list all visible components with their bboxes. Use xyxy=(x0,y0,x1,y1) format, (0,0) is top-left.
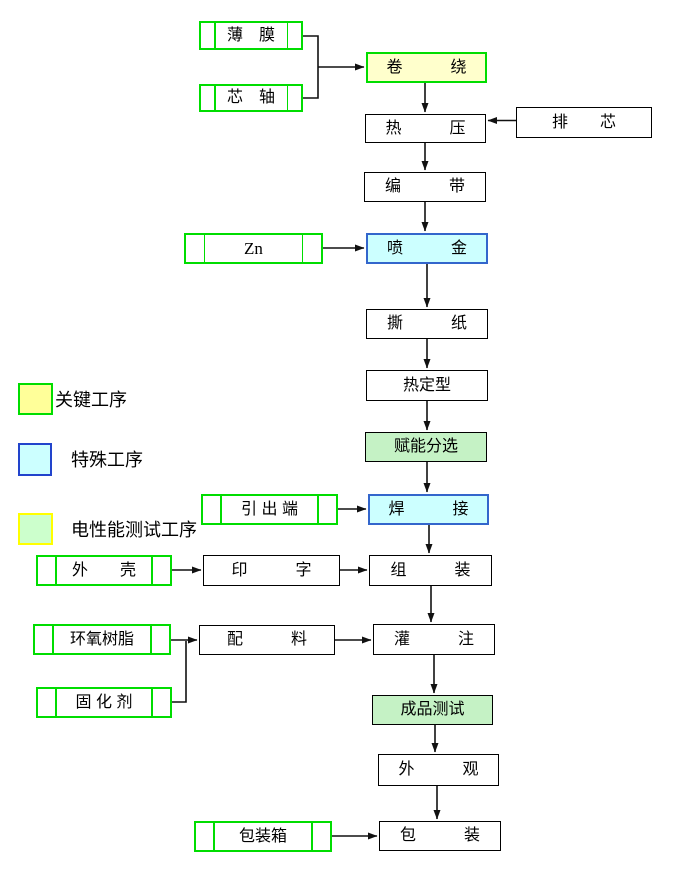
input-box-film: 薄 膜 xyxy=(199,21,303,50)
input-box-zinc: Zn xyxy=(184,233,323,264)
legend-swatch-key-process xyxy=(18,383,53,415)
process-box-welding: 焊 接 xyxy=(368,494,489,525)
input-box-curing-agent: 固 化 剂 xyxy=(36,687,172,718)
legend-swatch-special-process xyxy=(18,443,52,476)
input-box-lead-terminal: 引 出 端 xyxy=(201,494,338,525)
input-box-shell: 外 壳 xyxy=(36,555,172,586)
process-box-paper-tear: 撕 纸 xyxy=(366,309,488,339)
process-box-taping: 编 带 xyxy=(364,172,486,202)
connector-line xyxy=(303,35,319,99)
legend-swatch-etest-process xyxy=(18,513,53,545)
process-box-packaging: 包 装 xyxy=(379,821,501,851)
process-box-metal-spray: 喷 金 xyxy=(366,233,488,264)
input-box-mandrel: 芯 轴 xyxy=(199,84,303,112)
process-box-compounding: 配 料 xyxy=(199,625,335,655)
legend-label-special-process: 特殊工序 xyxy=(71,450,143,470)
process-box-printing: 印 字 xyxy=(203,555,340,586)
connector-line xyxy=(172,641,187,703)
legend-label-key-process: 关键工序 xyxy=(55,390,127,410)
process-box-heat-setting: 热定型 xyxy=(366,370,488,401)
input-box-epoxy-resin: 环氧树脂 xyxy=(33,624,171,655)
process-box-core-array: 排 芯 xyxy=(516,107,652,138)
legend-label-etest-process: 电性能测试工序 xyxy=(71,520,197,540)
process-box-potting: 灌 注 xyxy=(373,624,495,655)
process-box-hot-press: 热 压 xyxy=(365,114,486,143)
process-box-assembly: 组 装 xyxy=(369,555,492,586)
process-box-winding: 卷 绕 xyxy=(366,52,487,83)
process-box-energize-sorting: 赋能分选 xyxy=(365,432,487,462)
process-box-appearance: 外 观 xyxy=(378,754,499,786)
process-box-final-test: 成品测试 xyxy=(372,695,493,725)
input-box-packing-box: 包装箱 xyxy=(194,821,332,852)
